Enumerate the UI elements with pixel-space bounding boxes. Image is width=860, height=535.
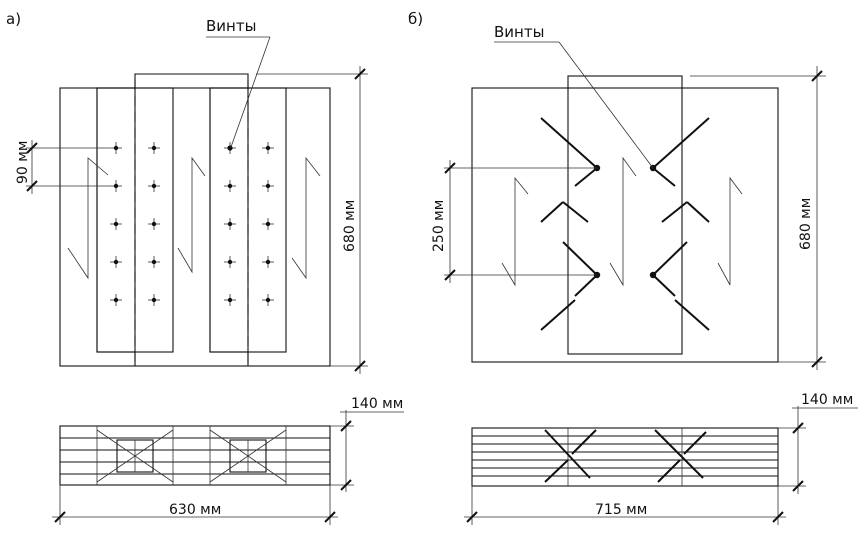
- panel-a: а): [6, 10, 404, 525]
- screw: [224, 180, 236, 192]
- screw: [224, 218, 236, 230]
- spacing-dimension: 90 мм: [15, 140, 110, 194]
- screw: [148, 256, 160, 268]
- middle-board-top: [134, 73, 249, 88]
- screw: [110, 180, 122, 192]
- panel-b-label: б): [408, 10, 423, 28]
- screw-head: [649, 271, 657, 279]
- spacing-dimension-text: 90 мм: [15, 141, 31, 184]
- screw: [224, 294, 236, 306]
- panel-a-plan-view: Винты 90 мм 680 мм: [15, 17, 368, 374]
- screw-grid-2: [224, 142, 274, 306]
- hatch-1: [501, 176, 529, 287]
- screw: [148, 142, 160, 154]
- screw: [110, 142, 122, 154]
- panel-a-section-view: 140 мм 630 мм: [52, 396, 404, 525]
- outer-layer-outline: [471, 87, 779, 363]
- width-dimension-text: 715 мм: [595, 502, 647, 518]
- height-dimension: 680 мм: [690, 66, 826, 370]
- screw: [262, 142, 274, 154]
- height-dimension-text: 680 мм: [798, 198, 814, 250]
- section-outline: [471, 427, 779, 487]
- hatch-3: [291, 156, 321, 280]
- screw: [148, 180, 160, 192]
- screw: [148, 218, 160, 230]
- hatch-3: [717, 176, 743, 286]
- height-dimension: 680 мм: [256, 66, 368, 374]
- screws-callout-label: Винты: [206, 17, 256, 35]
- screw: [262, 294, 274, 306]
- screw: [262, 218, 274, 230]
- middle-board: [567, 75, 683, 355]
- panel-b: б): [408, 10, 858, 525]
- screw: [224, 256, 236, 268]
- spacing-dimension-text: 250 мм: [431, 200, 447, 252]
- panel-b-section-view: 140 мм 715 мм: [464, 392, 858, 525]
- screw: [148, 294, 160, 306]
- screw: [262, 256, 274, 268]
- callout-leader: [558, 41, 654, 169]
- callout-leader: [230, 36, 271, 148]
- hatch-2: [177, 156, 206, 274]
- screw: [224, 142, 236, 154]
- screw: [262, 180, 274, 192]
- section-outline: [59, 425, 331, 486]
- inner-board-2: [209, 87, 249, 353]
- hatch-1: [67, 157, 109, 280]
- middle-board-bottom: [134, 352, 249, 366]
- hatch-2: [609, 156, 637, 287]
- screw: [110, 256, 122, 268]
- screw-grid-1: [110, 142, 160, 306]
- panel-a-label: а): [6, 10, 21, 28]
- height-dimension-text: 680 мм: [342, 200, 358, 252]
- spacing-dimension: 250 мм: [431, 160, 597, 283]
- diagonal-screws: [540, 117, 710, 331]
- screws-callout-label: Винты: [494, 23, 544, 41]
- thickness-dimension-text: 140 мм: [801, 392, 853, 408]
- screw: [110, 218, 122, 230]
- outer-layer-outline: [59, 87, 331, 367]
- screw: [110, 294, 122, 306]
- width-dimension-text: 630 мм: [169, 502, 221, 518]
- panel-b-plan-view: Винты 250 мм 680 мм: [431, 23, 826, 370]
- thickness-dimension-text: 140 мм: [351, 396, 403, 412]
